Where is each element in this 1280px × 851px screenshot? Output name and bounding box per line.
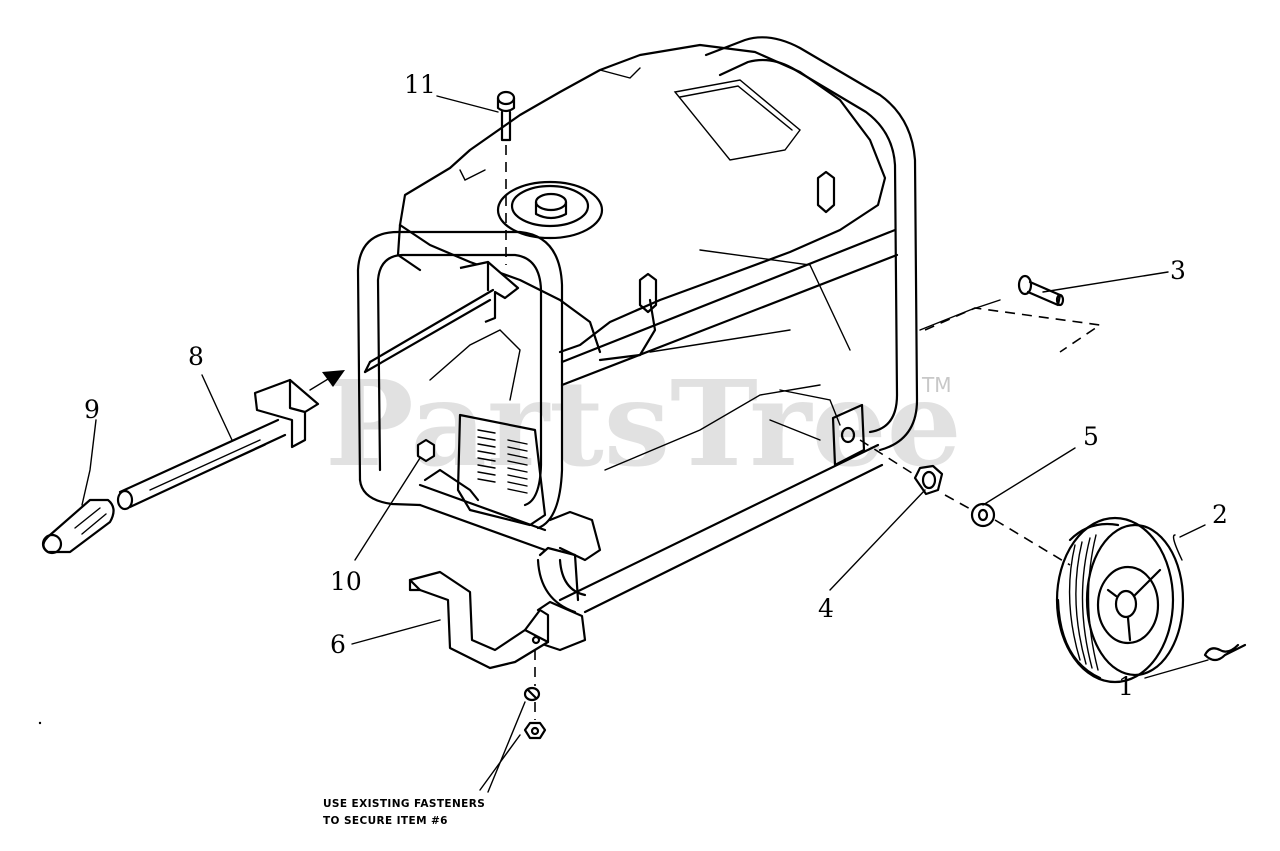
tubular-frame [356,36,919,652]
vent-slots [477,429,528,494]
axle-bolt [924,274,1103,353]
callout-5: 5 [1083,422,1099,451]
callout-4: 4 [818,594,834,623]
callout-9: 9 [84,395,100,424]
hairpin-cotter [1203,643,1247,662]
support-bracket [408,570,550,670]
callout-10: 11 [404,70,436,99]
callout-1: 1 [1118,672,1134,701]
axle-washer [970,502,996,528]
callout-11: 10 [330,567,362,596]
partstree-watermark: PartsTree [325,354,962,493]
watermark-trademark: TM [921,373,951,397]
callout-8: 8 [188,342,204,371]
wheel [1055,516,1185,684]
lock-washer [523,686,541,702]
callout-2: 2 [1212,500,1228,529]
hex-nut [523,721,547,740]
handle-assembly [41,90,520,555]
speck [38,721,42,725]
fastener-note-line-2: TO SECURE ITEM #6 [323,815,448,827]
callout-6: 6 [330,630,346,659]
axle-nut [913,464,944,496]
callout-3: 3 [1170,256,1186,285]
leader-lines [81,95,1209,793]
fastener-note-line-1: USE EXISTING FASTENERS [323,798,485,810]
generator-body [396,43,1001,562]
